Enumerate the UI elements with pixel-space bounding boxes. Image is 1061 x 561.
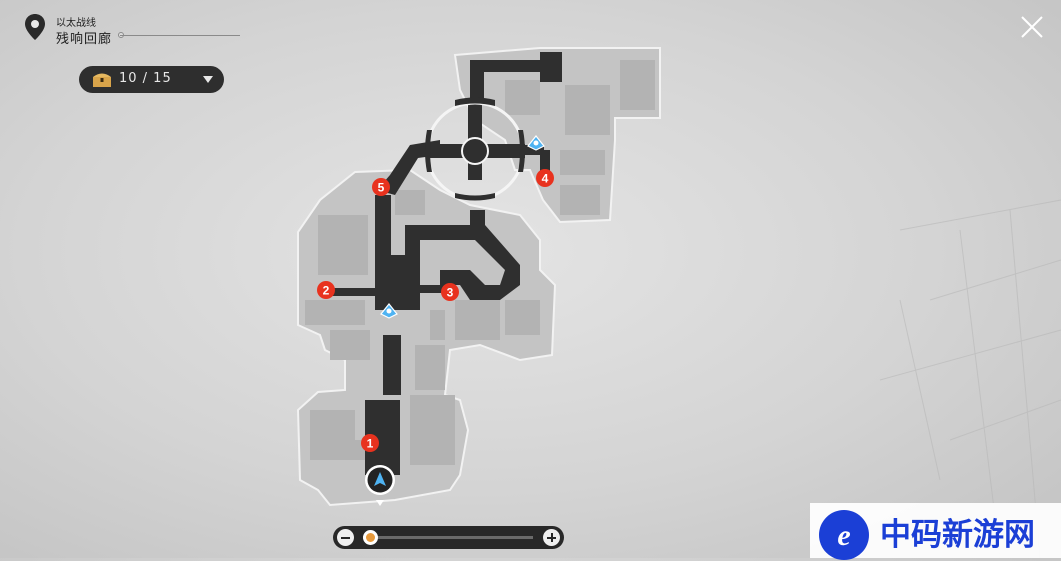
watermark-logo: e [819, 510, 869, 560]
zoom-in-button[interactable] [543, 529, 560, 546]
map-marker-3[interactable]: 3 [441, 283, 459, 301]
floor-plan-rooms [305, 60, 655, 465]
svg-text:e: e [837, 519, 850, 552]
minus-icon [341, 536, 350, 539]
region-name: 以太战线 [56, 18, 96, 29]
chest-counter-dropdown[interactable]: 10 / 15 [79, 66, 224, 93]
central-arena [425, 97, 525, 201]
chest-count: 10 / 15 [119, 71, 172, 86]
map-marker-5[interactable]: 5 [372, 178, 390, 196]
zoom-out-button[interactable] [337, 529, 354, 546]
map-marker-2[interactable]: 2 [317, 281, 335, 299]
marker-number: 2 [323, 284, 330, 298]
marker-number: 4 [542, 172, 549, 186]
zoom-slider-track[interactable] [363, 536, 533, 539]
map-marker-1[interactable]: 1 [361, 434, 379, 452]
watermark-text: 中码新游网 [880, 517, 1035, 553]
close-icon[interactable] [1019, 14, 1045, 40]
map-marker-4[interactable]: 4 [536, 169, 554, 187]
space-anchor-icon[interactable] [380, 303, 398, 319]
zoom-slider-handle[interactable] [362, 530, 378, 545]
area-name: 残响回廊 [56, 32, 113, 47]
zoom-control [333, 526, 564, 549]
caret-down-icon [203, 76, 213, 83]
map-pin-icon [25, 14, 45, 40]
player-arrow-icon [365, 465, 395, 506]
marker-number: 5 [378, 181, 385, 195]
header-divider [120, 35, 240, 36]
background-city-grid [879, 199, 1061, 558]
site-watermark: e 中码新游网 [810, 503, 1061, 560]
treasure-chest-icon [93, 73, 111, 87]
space-anchor-icon[interactable] [527, 135, 545, 151]
marker-number: 1 [367, 437, 374, 451]
marker-number: 3 [447, 286, 454, 300]
